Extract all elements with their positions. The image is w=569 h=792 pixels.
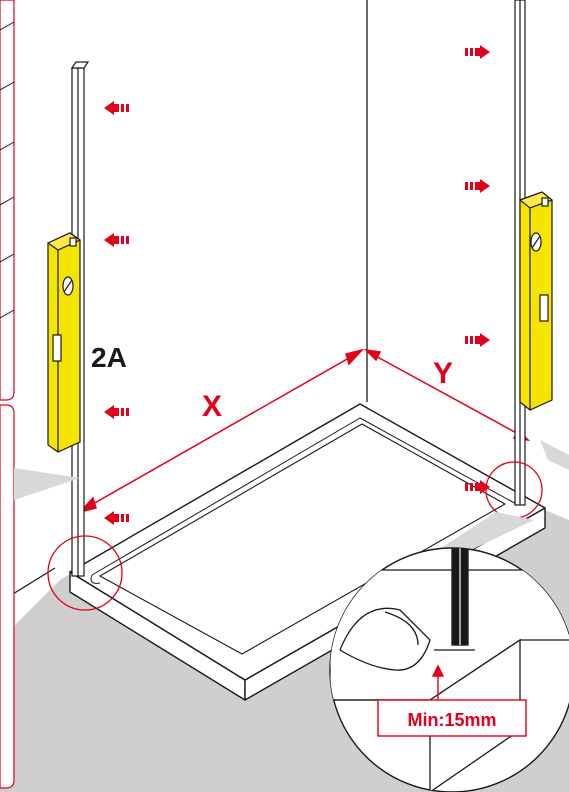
step-label: 2A xyxy=(91,342,127,373)
tray-basin xyxy=(99,423,506,655)
push-left-arrow-icon xyxy=(104,405,129,419)
push-right-arrow-icon xyxy=(465,333,490,347)
spirit-level-icon xyxy=(46,232,82,453)
left-panel-top xyxy=(0,0,15,401)
push-left-arrows xyxy=(104,101,129,525)
detail-magnifier-icon: Min:15mm xyxy=(329,547,569,792)
push-right-arrow-icon xyxy=(465,480,490,494)
left-panel-bottom xyxy=(0,404,15,789)
push-right-arrow-icon xyxy=(465,179,490,193)
panel-connector xyxy=(14,468,80,500)
push-left-arrow-icon xyxy=(104,233,129,247)
x-dimension-label: X xyxy=(202,390,222,423)
push-left-arrow-icon xyxy=(104,101,129,115)
callout-circle-left xyxy=(47,535,123,611)
detail-connector-top xyxy=(540,440,569,470)
push-right-arrows xyxy=(465,45,490,494)
min-gap-label-box xyxy=(377,699,527,737)
push-left-arrow-icon xyxy=(104,511,129,525)
spirit-level-icon xyxy=(518,191,554,411)
min-gap-label: Min:15mm xyxy=(407,710,496,730)
y-dimension-label: Y xyxy=(433,357,453,390)
tray-rim-inner xyxy=(91,417,519,576)
push-right-arrow-icon xyxy=(465,45,490,59)
